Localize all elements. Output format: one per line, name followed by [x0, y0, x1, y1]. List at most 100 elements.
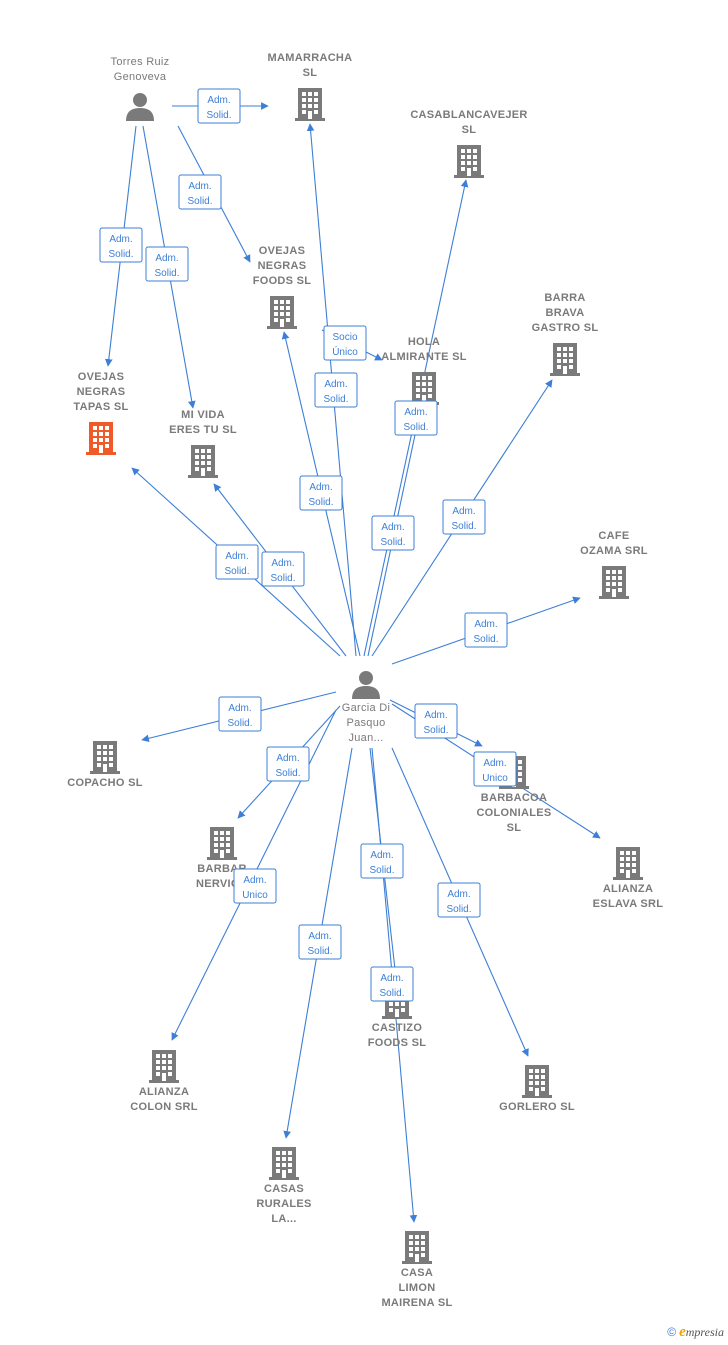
- relationship-label[interactable]: Adm. Solid.: [414, 703, 458, 739]
- relationship-label-box: [215, 544, 259, 580]
- relationship-label[interactable]: Adm.Unico: [473, 751, 517, 787]
- relationship-label[interactable]: Adm.Solid.: [394, 400, 438, 436]
- building-icon: [90, 741, 120, 774]
- relationship-label[interactable]: Adm.Solid.: [145, 246, 189, 282]
- relationship-label[interactable]: Adm.Unico: [233, 868, 277, 904]
- relationship-label-text: Solid.: [154, 268, 179, 279]
- node-label: NEGRAS: [258, 260, 307, 272]
- building-icon: [402, 1231, 432, 1264]
- relationship-label-box: [145, 246, 189, 282]
- node-label: CAFE: [598, 530, 629, 542]
- empresia-logo-text: mpresia: [685, 1325, 724, 1339]
- relationship-label-text: Solid.: [275, 768, 300, 779]
- relationship-label-text: Solid.: [379, 988, 404, 999]
- relationship-label[interactable]: Adm.Solid.: [261, 551, 305, 587]
- building-icon: [269, 1147, 299, 1180]
- relationship-label-box: [261, 551, 305, 587]
- relationship-label-box: [370, 966, 414, 1002]
- node-label: ALIANZA: [603, 883, 653, 895]
- relationship-label-text: Solid.: [369, 865, 394, 876]
- relationship-labels-layer: Adm. Solid. Adm. Solid. Adm. Solid. Adm. Solid.…: [99, 88, 517, 1002]
- company-node-c_copacho[interactable]: COPACHO SL: [67, 741, 143, 789]
- relationship-label[interactable]: Adm.Solid.: [299, 475, 343, 511]
- company-node-c_casa_limon[interactable]: CASA LIMON MAIRENA SL: [381, 1231, 452, 1309]
- node-label: GASTRO SL: [532, 322, 599, 334]
- relationship-label-box: [218, 696, 262, 732]
- node-label: ALIANZA: [139, 1086, 189, 1098]
- relationship-label-text: Solid.: [187, 196, 212, 207]
- relationship-label-text: Adm.: [207, 95, 230, 106]
- relationship-label-text: Solid.: [423, 725, 448, 736]
- node-label: BARRA: [544, 292, 585, 304]
- company-node-c_alianza_eslava[interactable]: ALIANZA ESLAVA SRL: [593, 847, 664, 910]
- relationship-label[interactable]: Adm.Solid.: [215, 544, 259, 580]
- relationship-label[interactable]: Adm.Solid.: [197, 88, 241, 124]
- relationship-label-text: Adm.: [474, 619, 497, 630]
- company-node-c_gorlero[interactable]: GORLERO SL: [499, 1065, 575, 1113]
- building-icon: [188, 445, 218, 478]
- building-icon: [522, 1065, 552, 1098]
- node-label: OVEJAS: [78, 371, 124, 383]
- relationship-label-box: [371, 515, 415, 551]
- relationship-label[interactable]: Adm.Solid.: [437, 882, 481, 918]
- empresia-logo-initial: e: [679, 1324, 686, 1340]
- relationship-label-text: Adm.: [380, 973, 403, 984]
- node-label: CASA: [401, 1267, 433, 1279]
- node-label: COPACHO SL: [67, 777, 143, 789]
- person-node-p_garcia[interactable]: Garcia DiPasquoJuan...: [342, 671, 391, 744]
- node-label: CASAS: [264, 1183, 304, 1195]
- node-label: GORLERO SL: [499, 1101, 575, 1113]
- relationship-label-text: Adm.: [109, 234, 132, 245]
- relationship-label-text: Adm.: [370, 850, 393, 861]
- node-label: ESLAVA SRL: [593, 898, 664, 910]
- relationship-label-text: Solid.: [108, 249, 133, 260]
- node-label: LIMON: [399, 1282, 436, 1294]
- relationship-label-box: [314, 372, 358, 408]
- relationship-label-box: [233, 868, 277, 904]
- relationship-label-box: [266, 746, 310, 782]
- relationship-label-text: Adm.: [276, 753, 299, 764]
- relationship-label-text: Adm.: [424, 710, 447, 721]
- node-label: MAIRENA SL: [381, 1297, 452, 1309]
- relationship-label-box: [394, 400, 438, 436]
- node-label: FOODS SL: [253, 275, 312, 287]
- relationship-label[interactable]: Adm.Solid.: [218, 696, 262, 732]
- relationship-label[interactable]: Adm.Solid.: [442, 499, 486, 535]
- node-label: LA...: [271, 1213, 296, 1225]
- relationship-label[interactable]: Adm.Solid.: [314, 372, 358, 408]
- node-label: ALMIRANTE SL: [381, 351, 466, 363]
- relationship-label[interactable]: Adm.Solid.: [371, 515, 415, 551]
- relationship-label[interactable]: Adm.Solid.: [464, 612, 508, 648]
- relationship-label[interactable]: Adm. Solid.: [360, 843, 404, 879]
- building-icon: [267, 296, 297, 329]
- relationship-label[interactable]: Adm.Solid.: [178, 174, 222, 210]
- relationship-label-text: Solid.: [380, 537, 405, 548]
- relationship-label-box: [197, 88, 241, 124]
- node-label: CASABLANCAVEJER: [410, 109, 527, 121]
- node-label: FOODS SL: [368, 1037, 427, 1049]
- copyright-icon: ©: [667, 1325, 677, 1339]
- relationship-label-text: Adm.: [447, 889, 470, 900]
- company-node-c_casas_rurales[interactable]: CASASRURALESLA...: [256, 1147, 311, 1225]
- relationship-label[interactable]: Adm. Solid.: [99, 227, 143, 263]
- relationship-label-box: [360, 843, 404, 879]
- node-label: OVEJAS: [259, 245, 305, 257]
- relationship-label[interactable]: Adm. Solid.: [266, 746, 310, 782]
- empresia-watermark: © empresia: [667, 1324, 724, 1341]
- company-node-c_ovejas_foods[interactable]: OVEJAS NEGRAS FOODS SL: [253, 245, 312, 329]
- relationship-label[interactable]: Adm. Solid.: [370, 966, 414, 1002]
- relationship-label-box: [298, 924, 342, 960]
- relationship-label[interactable]: Adm.Solid.: [298, 924, 342, 960]
